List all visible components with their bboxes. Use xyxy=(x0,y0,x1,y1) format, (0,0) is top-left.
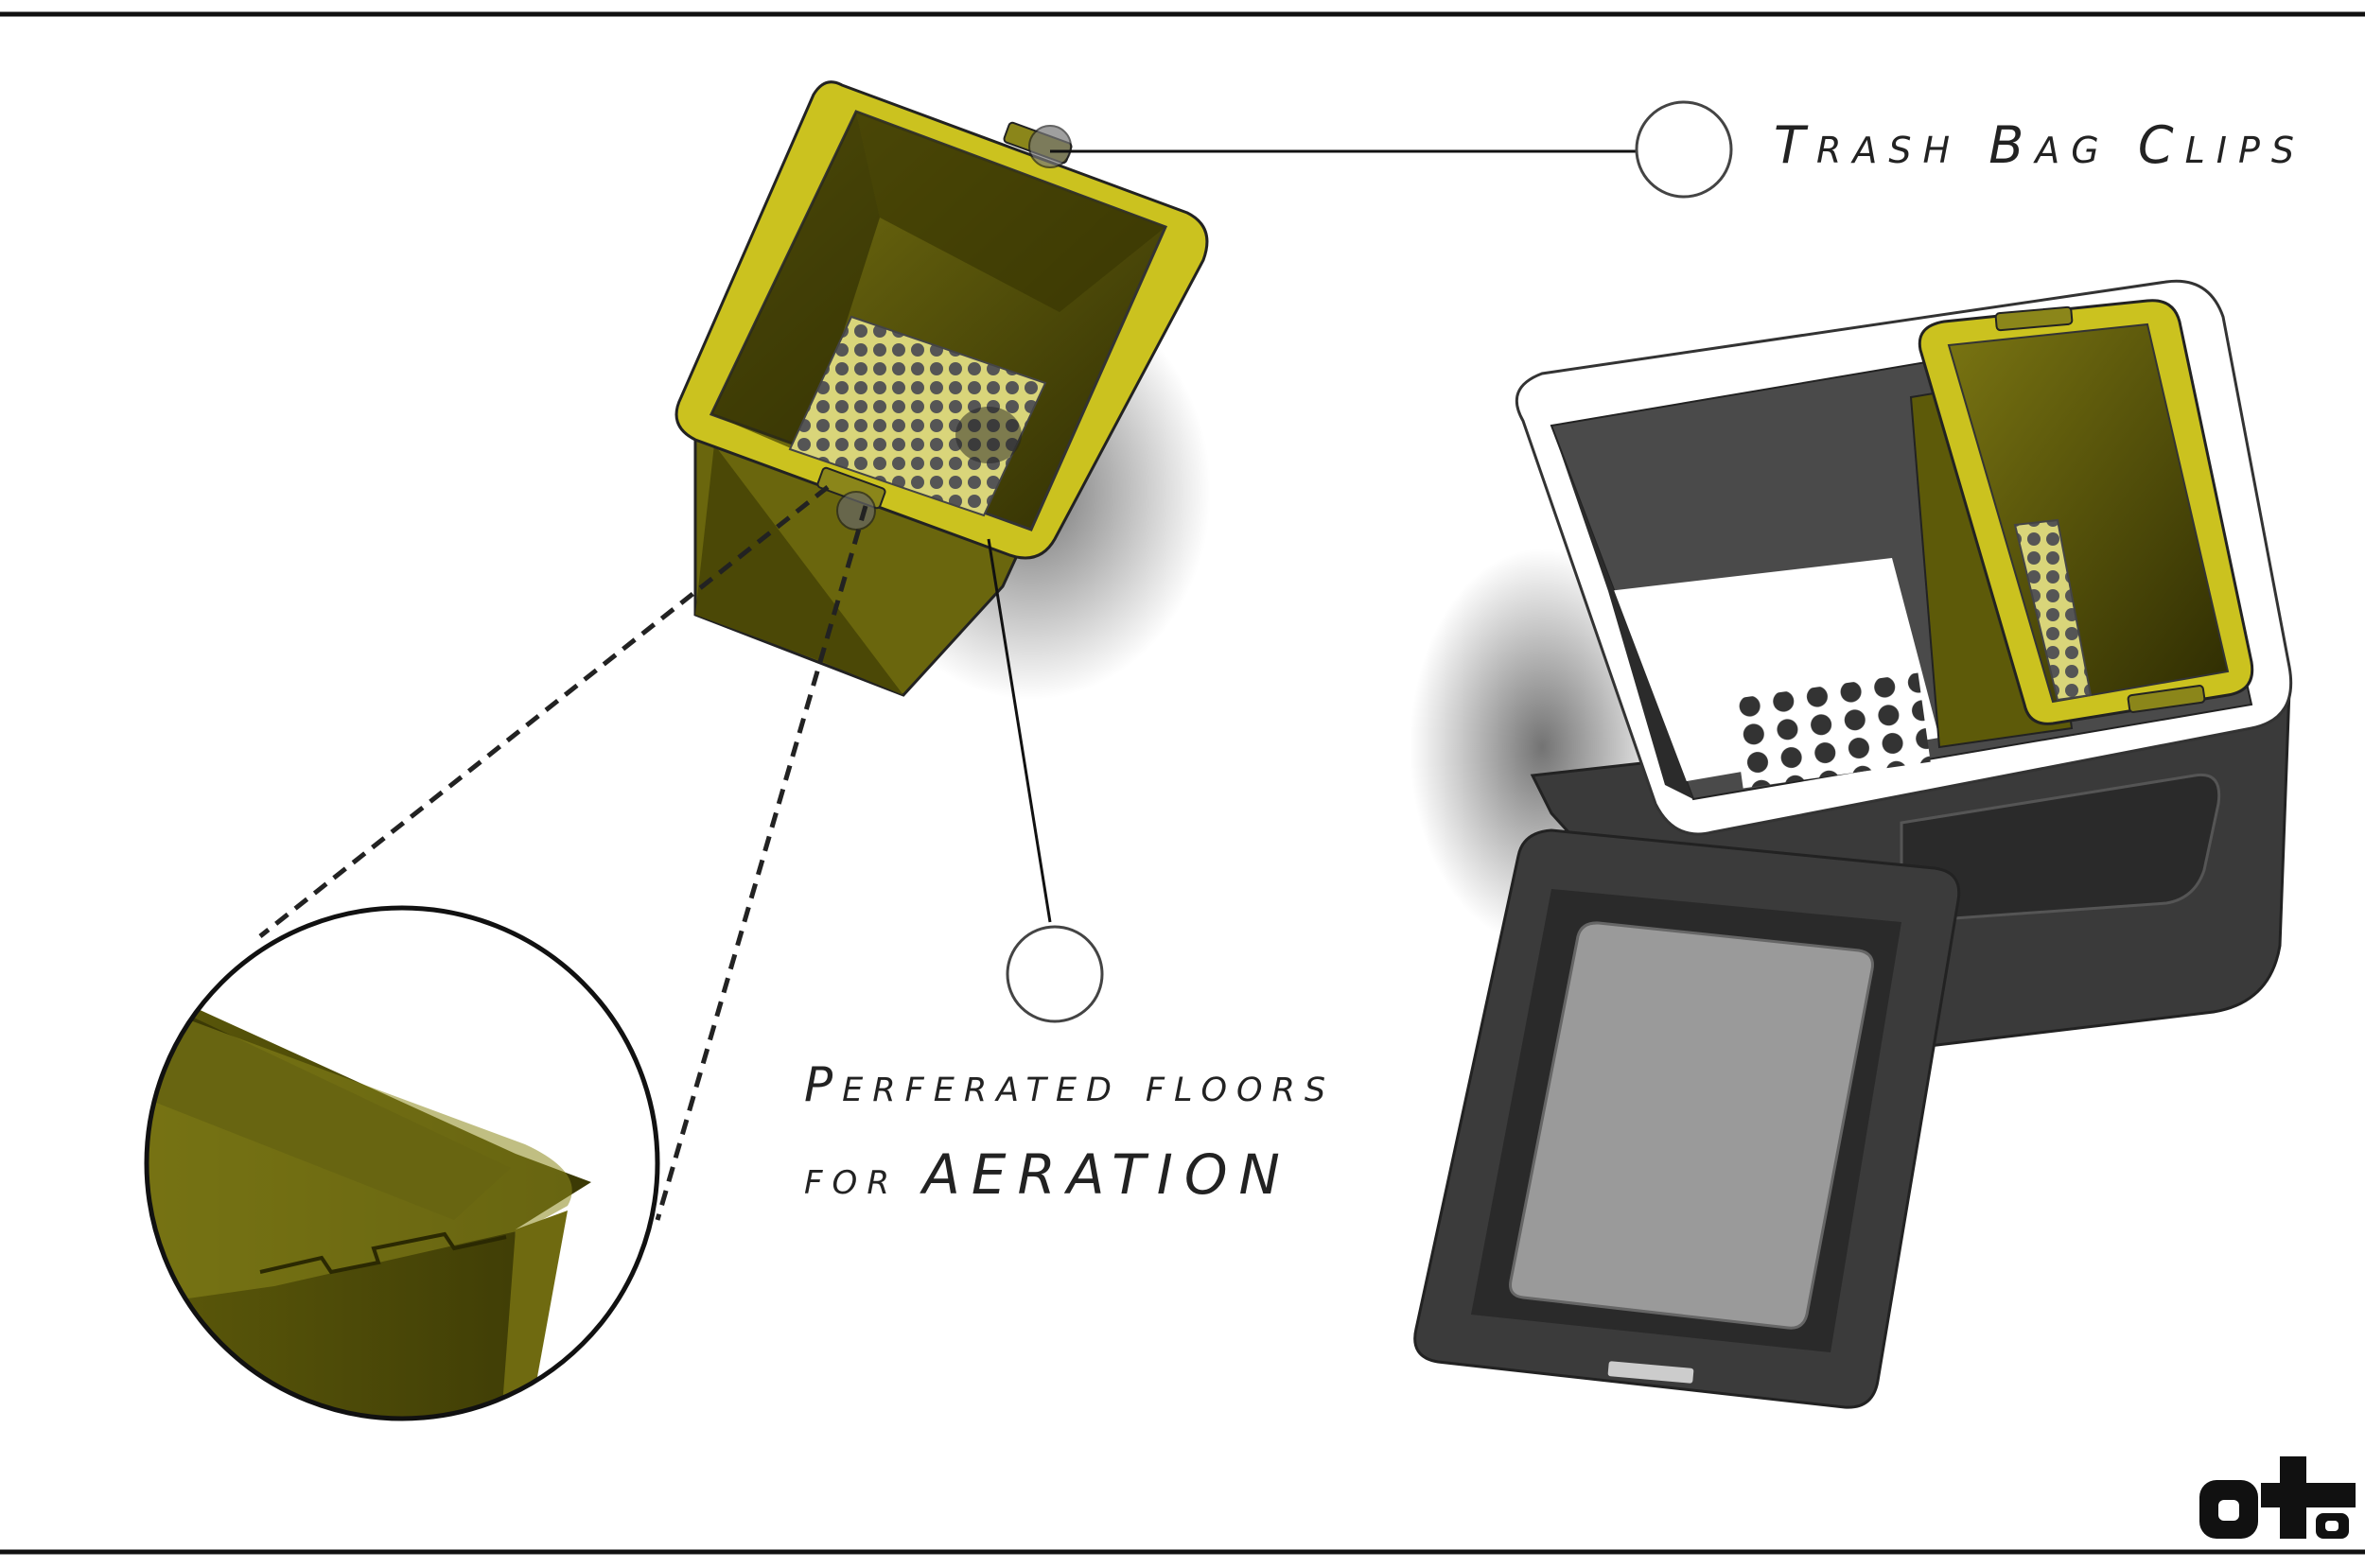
bin-floor-holes xyxy=(1730,672,1931,789)
aeration-label: for AERATION xyxy=(804,1142,1291,1207)
callout-circle-icon xyxy=(1006,925,1104,1023)
aeration-emphasis: AERATION xyxy=(922,1142,1291,1207)
zoom-line-top xyxy=(258,485,830,938)
lid-window xyxy=(1509,921,1874,1330)
trash-bag-clips-label: Trash Bag Clips xyxy=(1774,115,2306,175)
zoom-line-bottom xyxy=(655,505,868,1221)
brand-logo-icon xyxy=(2199,1456,2356,1539)
perforated-leader xyxy=(987,538,1052,923)
perforated-floors-label: Perferated floors xyxy=(804,1057,1336,1112)
outer-bin xyxy=(1410,279,2293,1066)
insert-perforated-floor xyxy=(2013,518,2093,702)
bucket-clip-top xyxy=(1003,121,1073,168)
bucket-perforated-floor xyxy=(788,315,1047,517)
insert-interior xyxy=(1947,322,2230,704)
clip-detail-zoom xyxy=(144,905,660,1421)
aeration-prefix: for xyxy=(804,1152,899,1205)
bucket-clip-bottom xyxy=(816,466,886,531)
bin-lid xyxy=(1413,828,1961,1409)
inner-bucket xyxy=(674,80,1211,700)
callout-circle-icon xyxy=(1635,100,1733,199)
